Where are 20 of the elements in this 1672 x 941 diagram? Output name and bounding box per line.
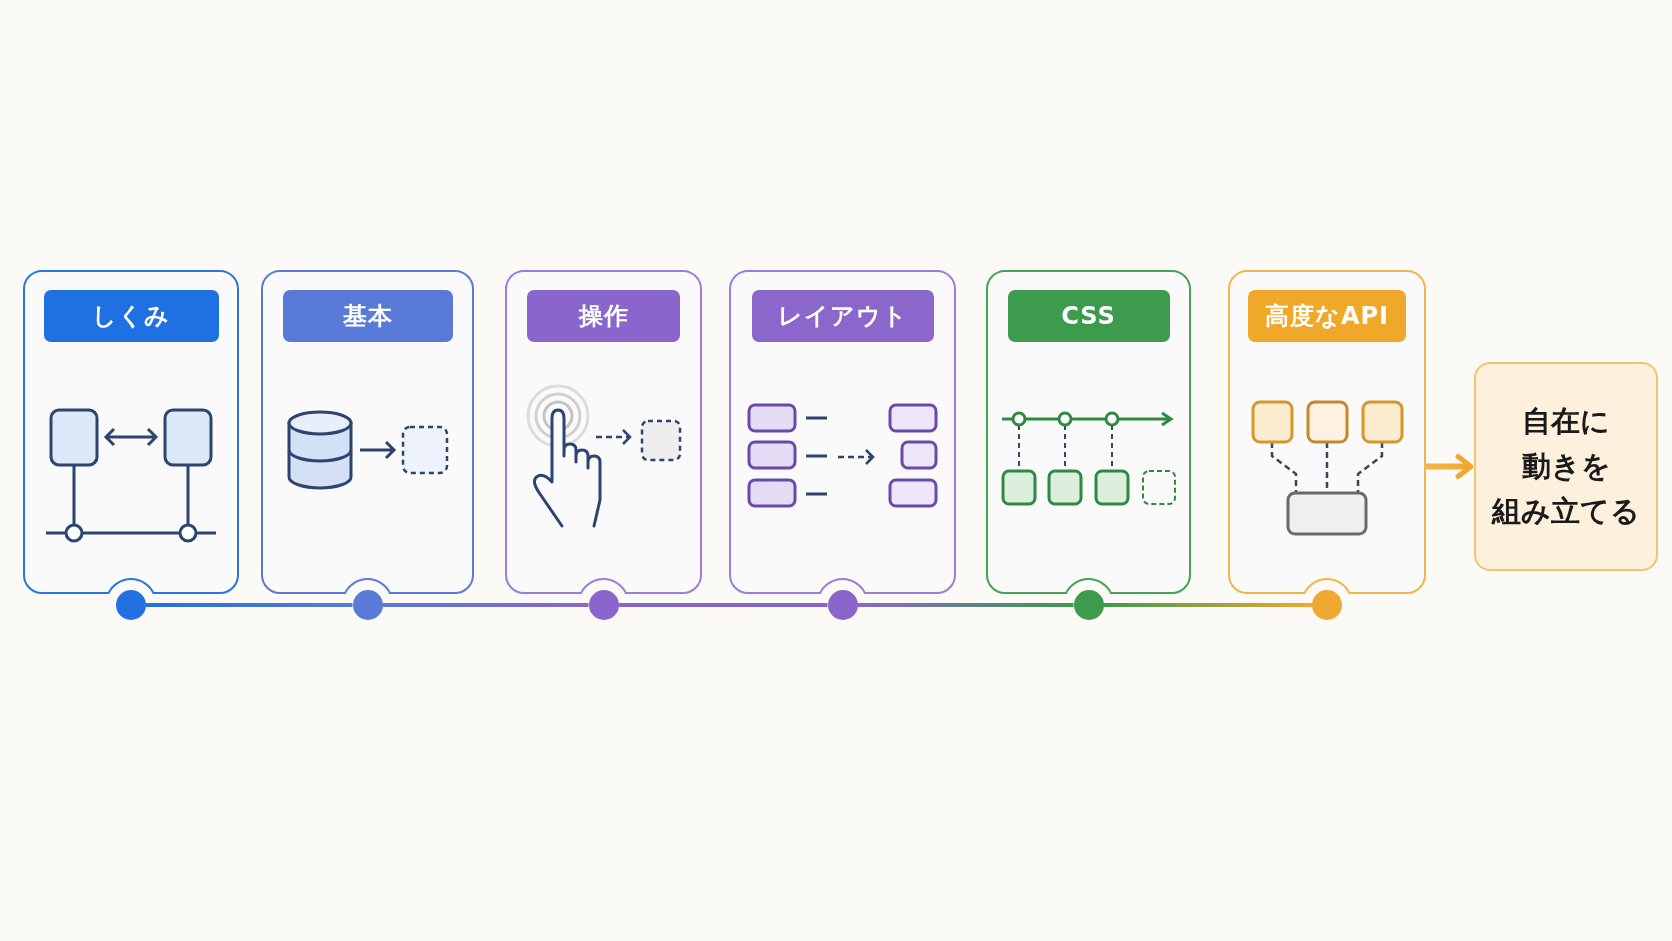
stage-heading: 操作 <box>527 290 680 342</box>
timeline-dot <box>352 590 383 620</box>
timeline-dot <box>116 590 146 620</box>
timeline-dot <box>588 590 619 620</box>
result-panel <box>1474 362 1658 571</box>
stage-heading: CSS <box>1007 290 1170 342</box>
stage-heading: 高度なAPI <box>1248 290 1406 342</box>
timeline-dot <box>1312 590 1342 620</box>
connector-line <box>382 603 589 607</box>
connector-line <box>146 603 353 607</box>
connector-line <box>618 603 828 607</box>
stage-heading: 基本 <box>282 290 453 342</box>
timeline-dot <box>1073 590 1104 620</box>
timeline-dot <box>827 590 858 620</box>
arrow <box>1426 454 1474 479</box>
connector-line <box>1103 603 1312 607</box>
stage-heading: しくみ <box>43 290 219 342</box>
stage-heading: レイアウト <box>751 290 934 342</box>
result-text: 自在に動きを組み立てる <box>1490 403 1641 530</box>
connector-line <box>857 603 1074 607</box>
